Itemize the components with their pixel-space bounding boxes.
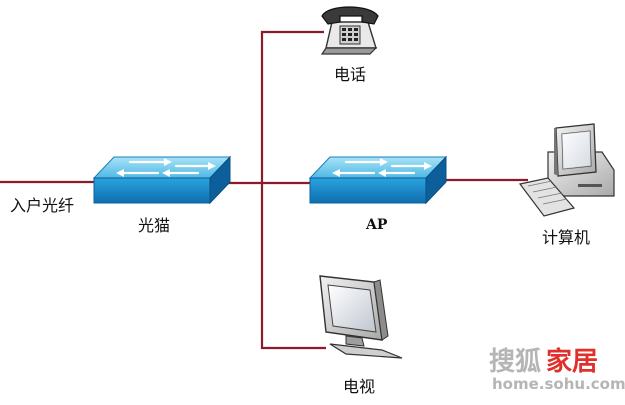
label-modem: 光猫 (138, 216, 170, 235)
watermark-url: home.sohu.com (492, 375, 625, 393)
label-ap: AP (365, 217, 388, 233)
telephone-icon (320, 6, 379, 55)
ap-switch-icon (308, 155, 448, 205)
watermark-brand-gray: 搜狐 (489, 347, 541, 377)
label-tv: 电视 (343, 377, 375, 396)
trunk-cable (260, 30, 326, 350)
label-phone: 电话 (334, 65, 366, 84)
label-computer: 计算机 (542, 228, 590, 247)
watermark-brand-red: 家居 (546, 346, 598, 377)
modem-switch-icon (92, 155, 232, 205)
cables (0, 30, 528, 350)
watermark-logo: 搜狐 家居 home.sohu.com (489, 346, 625, 393)
label-fiber-in: 入户光纤 (10, 196, 74, 215)
computer-icon (518, 123, 615, 217)
monitor-icon (319, 275, 403, 359)
